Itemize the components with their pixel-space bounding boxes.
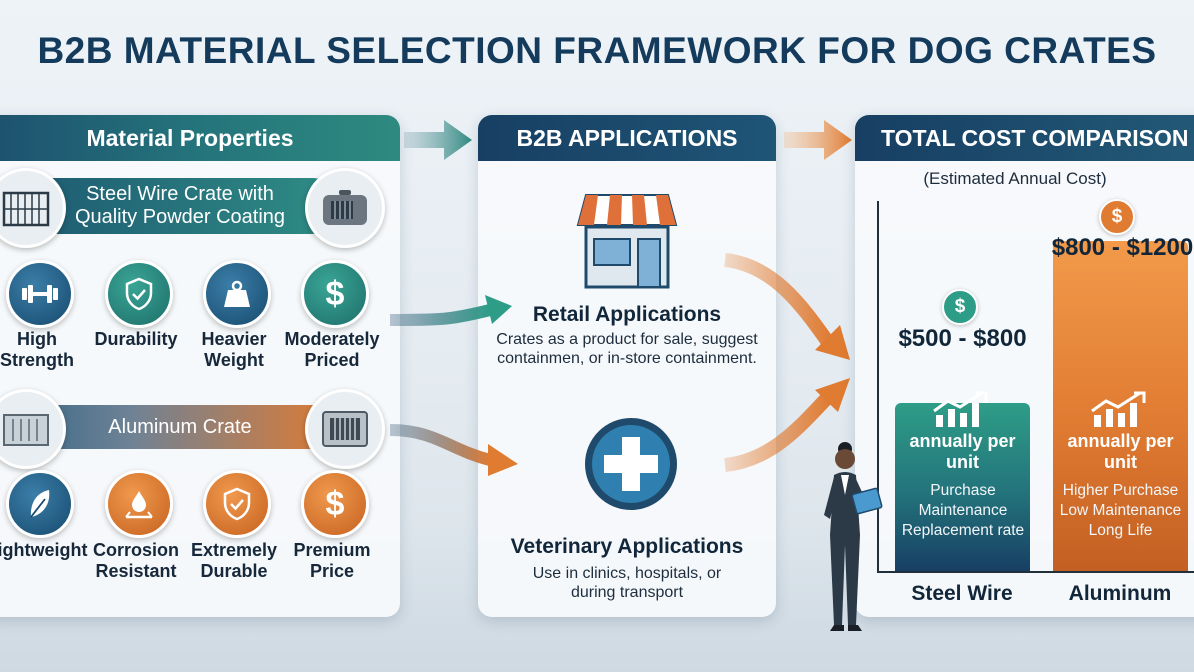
total-cost-comparison-header: TOTAL COST COMPARISON [855, 115, 1194, 161]
steel-wire-price: $500 - $800 [898, 325, 1027, 352]
prop-high-strength: High Strength [0, 329, 74, 370]
prop-heavier-weight: Heavier Weight [201, 329, 267, 370]
droplet-icon [105, 470, 173, 538]
coin-icon: $ [942, 289, 978, 325]
flow-curve-left [389, 295, 518, 476]
steel-wire-cost-bar [895, 403, 1030, 571]
total-cost-comparison-panel: TOTAL COST COMPARISON (Estimated Annual … [855, 115, 1194, 617]
weight-icon [203, 260, 271, 328]
dollar-icon: $ [301, 260, 369, 328]
veterinary-applications-desc: Use in clinics, hospitals, or during tra… [532, 565, 722, 601]
chart-x-axis [877, 571, 1194, 573]
steel-cost-factors: Purchase Maintenance Replacement rate [901, 482, 1025, 539]
medical-cross-icon [585, 418, 677, 510]
b2b-applications-header: B2B APPLICATIONS [478, 115, 776, 161]
coin-icon: $ [1099, 199, 1135, 235]
steel-wire-crate-icon [0, 168, 66, 248]
aluminum-crate-right-icon [305, 389, 385, 469]
steel-annual-label: annually per unit [909, 431, 1016, 472]
aluminum-annual-label: annually per unit [1067, 431, 1174, 472]
flow-arrow-1 [404, 120, 472, 160]
steel-wire-crate-ribbon: Steel Wire Crate with Quality Powder Coa… [20, 178, 340, 234]
material-properties-header: Material Properties [0, 115, 400, 161]
aluminum-crate-ribbon: Aluminum Crate [20, 405, 340, 449]
material-properties-panel: Material Properties Steel Wire Crate wit… [0, 115, 400, 617]
shield-check-icon [105, 260, 173, 328]
page-title: B2B MATERIAL SELECTION FRAMEWORK FOR DOG… [37, 30, 1157, 71]
prop-extremely-durable: Extremely Durable [190, 540, 278, 581]
trend-up-icon [1091, 391, 1146, 427]
prop-corrosion-resistant: Corrosion Resistant [92, 540, 179, 581]
cost-subtitle: (Estimated Annual Cost) [923, 169, 1107, 188]
prop-lightweight: Lightweight [0, 540, 88, 560]
prop-premium-price: Premium Price [293, 540, 371, 581]
prop-durability: Durability [94, 329, 178, 349]
prop-moderately-priced: Moderately Priced [284, 329, 380, 370]
aluminum-crate-left-icon [0, 389, 66, 469]
businesswoman-figure [824, 442, 883, 631]
retail-applications-title: Retail Applications [532, 303, 722, 326]
chart-y-axis [877, 201, 879, 573]
veterinary-applications-title: Veterinary Applications [510, 535, 744, 558]
trend-up-icon [933, 391, 988, 427]
storefront-icon [576, 194, 678, 289]
aluminum-cost-factors: Higher Purchase Low Maintenance Long Lif… [1059, 482, 1182, 539]
retail-applications-desc: Crates as a product for sale, suggest co… [496, 331, 758, 367]
aluminum-label: Aluminum [1068, 582, 1172, 605]
flow-curve-right [724, 253, 850, 472]
shield-check-icon [203, 470, 271, 538]
dumbbell-icon [6, 260, 74, 328]
steel-wire-label: Steel Wire [911, 582, 1013, 605]
aluminum-price: $800 - $1200 [1051, 234, 1194, 261]
flow-arrow-2 [784, 120, 852, 160]
b2b-applications-panel: B2B APPLICATIONS Retail Applications Cra… [478, 115, 776, 617]
dollar-icon: $ [301, 470, 369, 538]
feather-icon [6, 470, 74, 538]
plastic-carrier-icon [305, 168, 385, 248]
